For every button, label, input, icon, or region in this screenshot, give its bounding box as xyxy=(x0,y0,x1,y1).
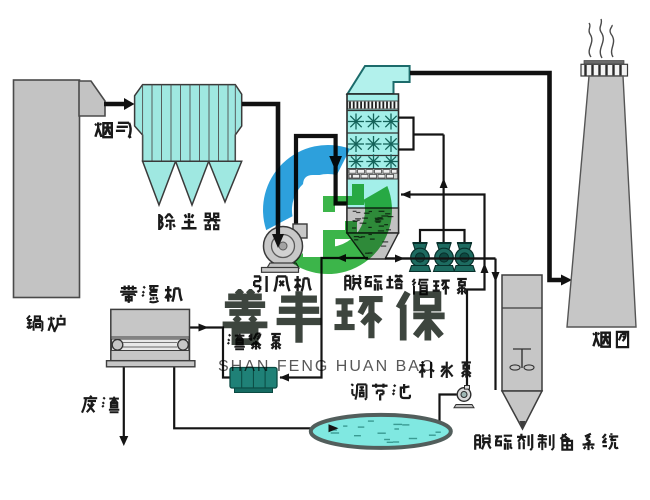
svg-text:SHAN FENG HUAN BAO: SHAN FENG HUAN BAO xyxy=(218,358,435,375)
